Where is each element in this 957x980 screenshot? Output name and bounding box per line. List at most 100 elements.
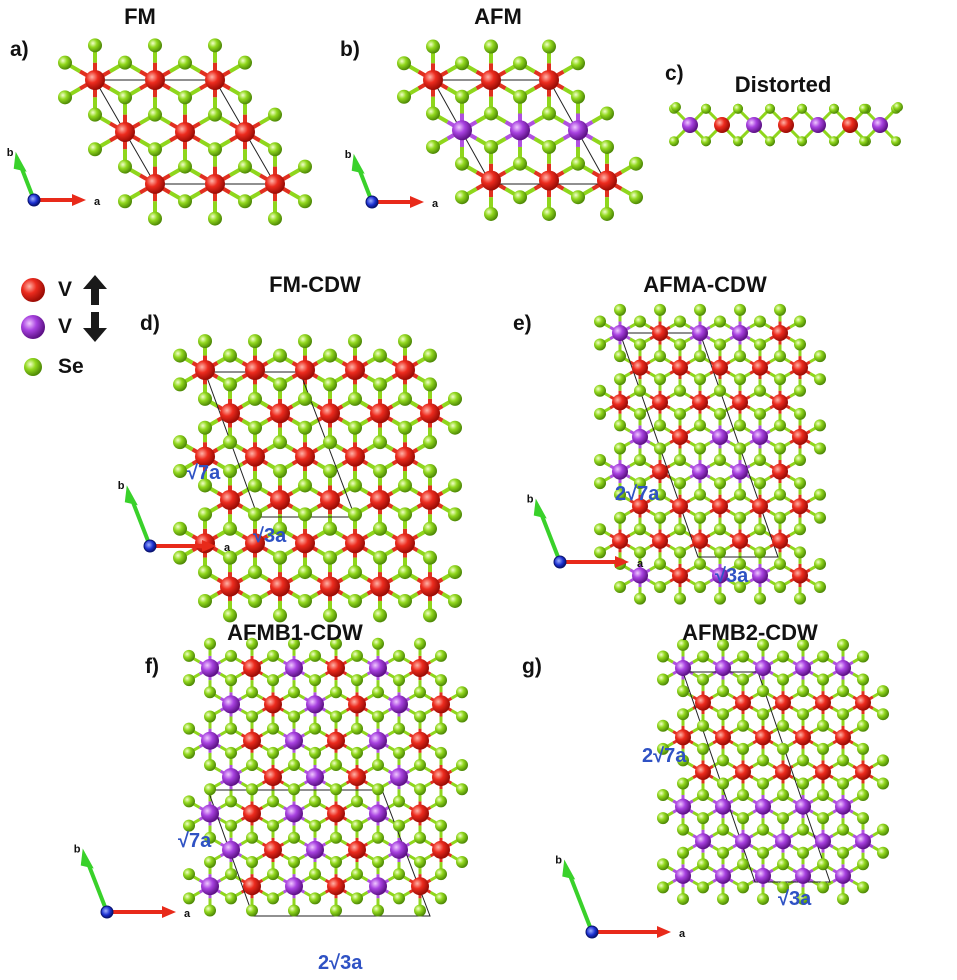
se-atom [614, 373, 626, 386]
v-down-atom [201, 731, 219, 750]
se-atom [246, 686, 258, 699]
se-atom [634, 546, 646, 559]
se-atom [397, 89, 411, 104]
se-atom [183, 819, 195, 832]
se-atom [204, 710, 216, 723]
se-atom [674, 315, 686, 328]
se-atom [600, 106, 614, 121]
se-atom [373, 464, 387, 479]
b-axis-arrow [567, 872, 594, 933]
panel-g-structure [657, 638, 889, 905]
se-atom [183, 892, 195, 905]
a-axis-label: a [94, 196, 101, 208]
v-up-atom [115, 121, 135, 142]
se-atom [198, 593, 212, 608]
panel-f-structure [183, 637, 468, 917]
v-up-atom [855, 763, 871, 780]
panel-a-axes: ab [7, 147, 101, 208]
se-atom [198, 334, 212, 349]
se-atom [173, 550, 187, 565]
se-atom [398, 593, 412, 608]
se-atom [757, 892, 769, 905]
b-axis-label: b [345, 149, 352, 161]
se-atom [372, 758, 384, 771]
se-atom [309, 746, 321, 759]
se-atom [614, 303, 626, 316]
v-down-atom [682, 117, 698, 133]
se-atom [178, 90, 192, 105]
se-atom [542, 139, 556, 154]
v-up-atom [295, 446, 315, 467]
se-atom [697, 858, 709, 871]
v-up-atom [243, 659, 261, 677]
v-down-atom [390, 695, 408, 714]
c-axis-dot [365, 195, 379, 209]
se-atom [714, 477, 726, 490]
v-up-atom [792, 428, 808, 445]
a-axis-arrowhead [72, 194, 86, 206]
se-atom [734, 442, 746, 455]
se-atom [267, 674, 279, 687]
v-up-atom [320, 403, 340, 424]
se-atom [118, 159, 132, 174]
se-atom [837, 638, 849, 651]
se-atom [173, 464, 187, 479]
legend-se: Se [18, 352, 84, 382]
se-atom [697, 650, 709, 663]
se-atom-icon [24, 358, 42, 376]
v-down-atom [775, 833, 791, 850]
se-atom [246, 637, 258, 650]
se-atom [148, 142, 162, 157]
b-axis-label: b [74, 844, 81, 856]
se-atom [717, 638, 729, 651]
b-axis-arrowhead [562, 859, 576, 880]
v-up-atom [732, 532, 748, 549]
panel-e-label: e) [513, 312, 532, 335]
se-atom [754, 384, 766, 397]
se-atom [697, 742, 709, 755]
se-atom [737, 858, 749, 871]
v-up-atom [270, 576, 290, 597]
v-up-atom [420, 403, 440, 424]
v-down-atom [752, 428, 768, 445]
v-up-atom [264, 695, 282, 714]
v-up-atom [265, 173, 285, 194]
v-up-atom [432, 695, 450, 714]
se-atom [198, 507, 212, 522]
se-atom [309, 674, 321, 687]
se-atom [414, 783, 426, 796]
se-atom [674, 384, 686, 397]
se-atom [208, 38, 222, 53]
v-up-atom [652, 532, 668, 549]
v-up-atom [539, 70, 559, 90]
v-up-atom [695, 763, 711, 780]
v-up-atom [792, 567, 808, 584]
panel-d-label: d) [140, 312, 160, 335]
se-atom [734, 488, 746, 501]
se-atom [448, 478, 462, 493]
v-down-atom [306, 840, 324, 859]
se-atom [448, 593, 462, 608]
se-atom [323, 608, 337, 623]
se-atom [634, 338, 646, 351]
v-up-atom [855, 694, 871, 711]
se-atom [829, 103, 839, 114]
se-atom [330, 904, 342, 917]
se-atom [288, 904, 300, 917]
se-atom [373, 608, 387, 623]
se-atom [118, 90, 132, 105]
se-atom [777, 719, 789, 732]
v-up-atom [632, 359, 648, 376]
v-up-atom [243, 731, 261, 750]
se-atom [398, 334, 412, 349]
v-up-atom [220, 489, 240, 510]
se-atom [398, 565, 412, 580]
se-atom [397, 56, 411, 71]
v-down-atom [675, 867, 691, 884]
v-down-atom [692, 325, 708, 341]
se-atom [765, 103, 775, 114]
v-down-atom [835, 867, 851, 884]
se-atom [734, 419, 746, 432]
